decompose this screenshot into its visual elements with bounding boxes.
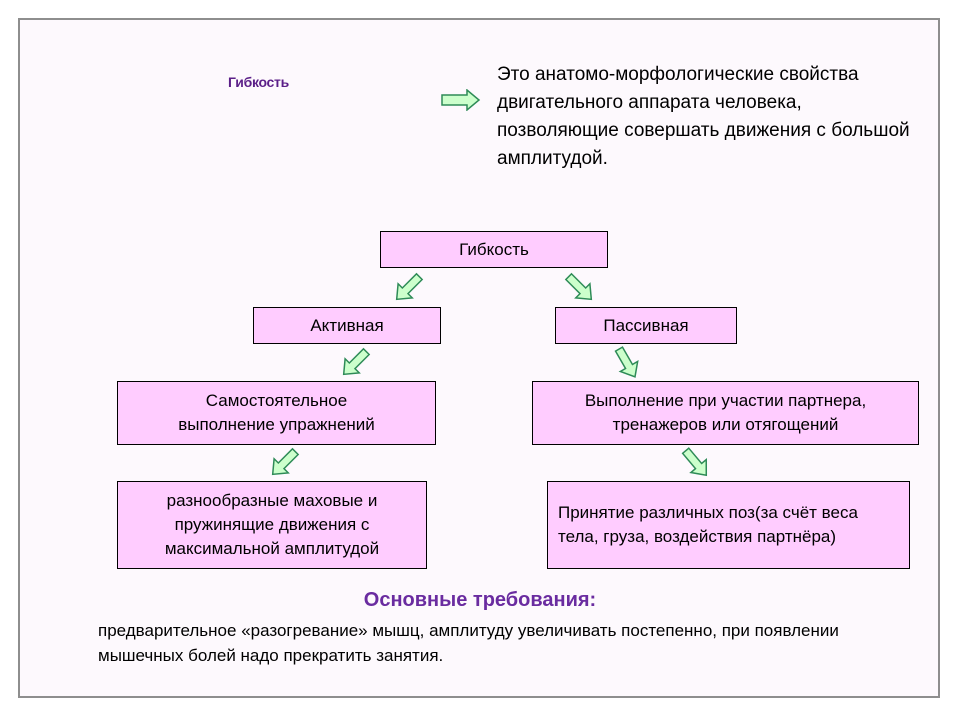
node-root-flexibility: Гибкость bbox=[380, 231, 608, 268]
arrow-root-to-passive-icon bbox=[564, 272, 593, 301]
node-active-description-label: Самостоятельное выполнение упражнений bbox=[178, 391, 375, 434]
arrow-passive-to-description-icon bbox=[614, 346, 639, 378]
arrow-passive-description-to-example-icon bbox=[681, 447, 708, 477]
node-passive-label: Пассивная bbox=[603, 315, 689, 335]
arrow-root-to-active-icon bbox=[395, 272, 424, 301]
node-root-label: Гибкость bbox=[459, 239, 529, 259]
node-passive-description-label: Выполнение при участии партнера, тренаже… bbox=[584, 391, 867, 434]
node-passive-description: Выполнение при участии партнера, тренаже… bbox=[532, 381, 919, 445]
node-active-description: Самостоятельное выполнение упражнений bbox=[117, 381, 436, 445]
arrow-active-to-description-icon bbox=[342, 347, 371, 376]
requirements-text: предварительное «разогревание» мышц, амп… bbox=[98, 621, 839, 665]
node-passive-example: Принятие различных поз(за счёт веса тела… bbox=[547, 481, 910, 569]
arrow-active-description-to-example-icon bbox=[271, 447, 300, 476]
requirements-title: Основные требования: bbox=[363, 589, 597, 611]
heading: Гибкость bbox=[228, 74, 289, 90]
node-passive-example-label: Принятие различных поз(за счёт веса тела… bbox=[558, 503, 858, 546]
right-arrow-icon bbox=[441, 89, 481, 111]
node-active-label: Активная bbox=[310, 315, 384, 335]
node-active: Активная bbox=[253, 307, 441, 344]
node-active-example-label: разнообразные маховые и пружинящие движе… bbox=[164, 491, 380, 558]
definition-text: Это анатомо-морфологические свойства дви… bbox=[497, 64, 910, 169]
node-active-example: разнообразные маховые и пружинящие движе… bbox=[117, 481, 427, 569]
node-passive: Пассивная bbox=[555, 307, 737, 344]
content-panel bbox=[18, 18, 940, 698]
